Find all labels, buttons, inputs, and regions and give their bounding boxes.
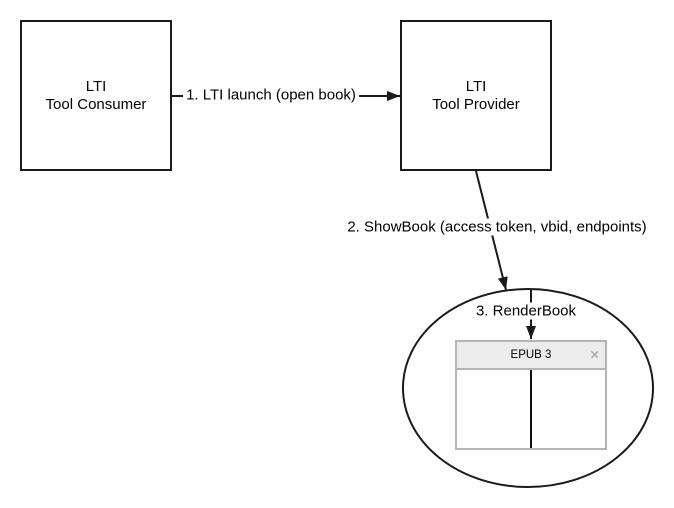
epub-window-pages xyxy=(457,370,605,448)
lti-tool-provider-label-line1: LTI xyxy=(465,77,487,95)
lti-tool-consumer-box: LTI Tool Consumer xyxy=(20,20,172,171)
close-icon: × xyxy=(590,346,599,364)
epub-window-title: EPUB 3 xyxy=(510,349,552,361)
epub-window-titlebar: EPUB 3 × xyxy=(457,342,605,370)
showbook-edge-label: 2. ShowBook (access token, vbid, endpoin… xyxy=(344,218,650,236)
lti-tool-provider-label-line2: Tool Provider xyxy=(432,95,520,113)
epub-reader-window: EPUB 3 × xyxy=(455,340,607,450)
lti-tool-consumer-label-line2: Tool Consumer xyxy=(45,95,147,113)
lti-tool-consumer-label-line1: LTI xyxy=(85,77,107,95)
lti-tool-provider-box: LTI Tool Provider xyxy=(400,20,552,171)
epub-page-divider xyxy=(530,370,532,448)
lti-launch-edge-label: 1. LTI launch (open book) xyxy=(183,86,359,104)
renderbook-edge-label: 3. RenderBook xyxy=(472,302,580,320)
